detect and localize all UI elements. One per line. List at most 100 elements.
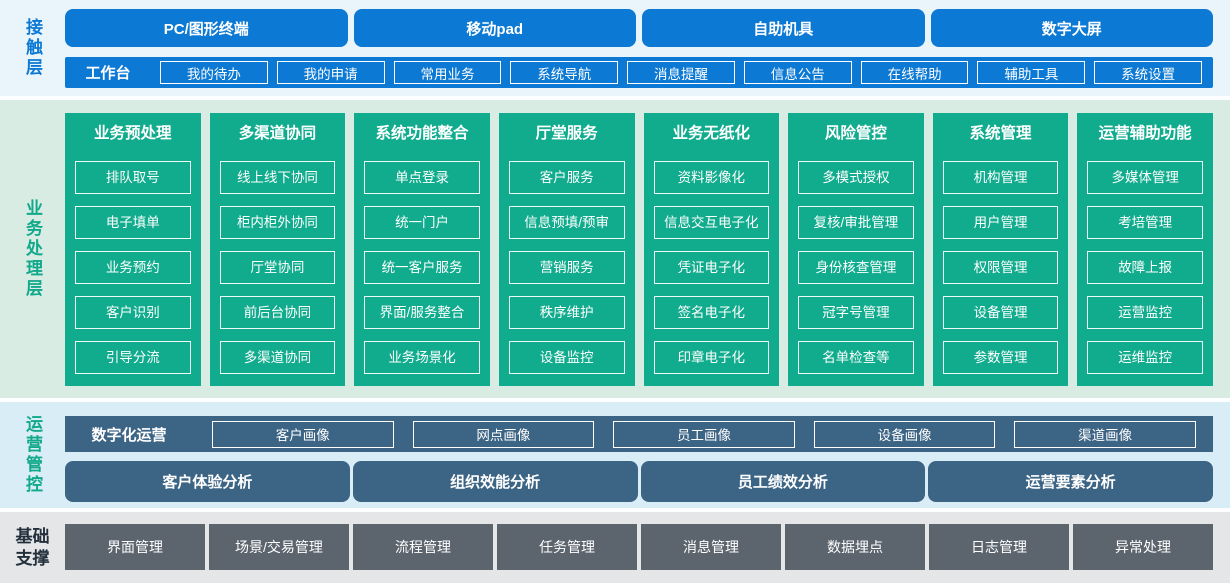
business-item: 客户服务 xyxy=(508,161,625,194)
business-processing-layer: 业务处理层 业务预处理 排队取号 电子填单 业务预约 客户识别 引导分流 多渠道… xyxy=(0,100,1230,398)
business-item: 参数管理 xyxy=(942,341,1059,374)
business-item: 单点登录 xyxy=(364,161,480,194)
business-item: 信息交互电子化 xyxy=(653,206,770,239)
workbench-item: 信息公告 xyxy=(743,61,852,84)
operation-layer-body: 数字化运营 客户画像 网点画像 员工画像 设备画像 渠道画像 客户体验分析 组织… xyxy=(65,402,1230,508)
workbench-label: 工作台 xyxy=(85,65,131,82)
digital-ops-item: 设备画像 xyxy=(813,420,996,448)
business-item: 复核/审批管理 xyxy=(798,206,914,239)
business-column-paperless: 业务无纸化 资料影像化 信息交互电子化 凭证电子化 签名电子化 印章电子化 xyxy=(643,113,780,386)
business-column-preprocess: 业务预处理 排队取号 电子填单 业务预约 客户识别 引导分流 xyxy=(65,113,201,386)
analysis-box: 运营要素分析 xyxy=(928,461,1213,502)
business-column-title: 厅堂服务 xyxy=(535,125,598,142)
digital-ops-label: 数字化运营 xyxy=(91,426,167,444)
business-item: 业务预约 xyxy=(75,251,191,284)
workbench-bar: 工作台 我的待办 我的申请 常用业务 系统导航 消息提醒 信息公告 在线帮助 辅… xyxy=(65,57,1213,88)
business-item: 设备监控 xyxy=(508,341,625,374)
section-divider xyxy=(0,96,1230,100)
channel-box-pc: PC/图形终端 xyxy=(65,9,348,47)
business-item: 多渠道协同 xyxy=(219,341,336,374)
business-column-title: 系统管理 xyxy=(969,125,1032,142)
channel-row: PC/图形终端 移动pad 自助机具 数字大屏 xyxy=(65,9,1213,47)
business-item: 印章电子化 xyxy=(653,341,770,374)
business-item: 排队取号 xyxy=(75,161,191,194)
business-item: 秩序维护 xyxy=(508,296,625,329)
foundation-item: 流程管理 xyxy=(353,524,493,570)
analysis-box: 组织效能分析 xyxy=(352,461,638,502)
analysis-row: 客户体验分析 组织效能分析 员工绩效分析 运营要素分析 xyxy=(65,461,1213,502)
channel-box-selfservice: 自助机具 xyxy=(642,9,925,47)
channel-box-bigscreen: 数字大屏 xyxy=(930,9,1213,47)
business-item: 冠字号管理 xyxy=(798,296,914,329)
foundation-layer-body: 界面管理 场景/交易管理 流程管理 任务管理 消息管理 数据埋点 日志管理 异常… xyxy=(65,512,1230,583)
workbench-item: 常用业务 xyxy=(393,61,502,84)
business-item: 多媒体管理 xyxy=(1087,161,1203,194)
workbench-item: 辅助工具 xyxy=(977,61,1086,84)
digital-ops-item: 网点画像 xyxy=(412,420,595,448)
digital-ops-item: 渠道画像 xyxy=(1014,420,1196,448)
business-columns: 业务预处理 排队取号 电子填单 业务预约 客户识别 引导分流 多渠道协同 线上线… xyxy=(65,100,1230,398)
workbench-item: 系统设置 xyxy=(1094,61,1203,84)
business-item: 统一客户服务 xyxy=(364,251,480,284)
business-item: 身份核查管理 xyxy=(798,251,914,284)
business-item: 客户识别 xyxy=(75,296,191,329)
foundation-row: 界面管理 场景/交易管理 流程管理 任务管理 消息管理 数据埋点 日志管理 异常… xyxy=(65,524,1213,570)
business-item: 电子填单 xyxy=(75,206,191,239)
business-item: 业务场景化 xyxy=(364,341,480,374)
business-column-multichannel: 多渠道协同 线上线下协同 柜内柜外协同 厅堂协同 前后台协同 多渠道协同 xyxy=(209,113,346,386)
business-item: 运营监控 xyxy=(1087,296,1203,329)
business-item: 资料影像化 xyxy=(653,161,770,194)
business-layer-label: 业务处理层 xyxy=(23,199,42,299)
foundation-item: 消息管理 xyxy=(641,524,781,570)
business-column-title: 业务无纸化 xyxy=(672,125,751,142)
business-column-title: 运营辅助功能 xyxy=(1098,125,1192,142)
foundation-support-layer: 基础支撑 界面管理 场景/交易管理 流程管理 任务管理 消息管理 数据埋点 日志… xyxy=(0,512,1230,583)
business-column-integration: 系统功能整合 单点登录 统一门户 统一客户服务 界面/服务整合 业务场景化 xyxy=(354,113,490,386)
foundation-item: 任务管理 xyxy=(497,524,637,570)
workbench-item: 消息提醒 xyxy=(627,61,735,84)
digital-ops-item: 员工画像 xyxy=(613,420,795,448)
foundation-item: 日志管理 xyxy=(929,524,1069,570)
analysis-box: 客户体验分析 xyxy=(65,461,350,502)
business-item: 名单检查等 xyxy=(798,341,914,374)
section-divider xyxy=(0,398,1230,402)
business-column-title: 多渠道协同 xyxy=(238,125,317,142)
business-item: 用户管理 xyxy=(942,206,1059,239)
business-column-title: 风险管控 xyxy=(824,125,887,142)
business-column-risk: 风险管控 多模式授权 复核/审批管理 身份核查管理 冠字号管理 名单检查等 xyxy=(788,113,924,386)
contact-layer-label: 接触层 xyxy=(23,18,42,78)
business-item: 厅堂协同 xyxy=(219,251,336,284)
operation-management-layer: 运营管控 数字化运营 客户画像 网点画像 员工画像 设备画像 渠道画像 客户体验… xyxy=(0,402,1230,508)
business-item: 运维监控 xyxy=(1087,341,1203,374)
workbench-item: 我的申请 xyxy=(276,61,385,84)
business-item: 故障上报 xyxy=(1087,251,1203,284)
business-item: 多模式授权 xyxy=(798,161,914,194)
digital-ops-item: 客户画像 xyxy=(212,420,394,448)
business-column-title: 系统功能整合 xyxy=(375,125,469,142)
business-item: 界面/服务整合 xyxy=(364,296,480,329)
channel-box-pad: 移动pad xyxy=(353,9,636,47)
business-item: 考培管理 xyxy=(1087,206,1203,239)
foundation-item: 场景/交易管理 xyxy=(209,524,349,570)
business-item: 柜内柜外协同 xyxy=(219,206,336,239)
business-item: 信息预填/预审 xyxy=(508,206,625,239)
business-column-ops-aux: 运营辅助功能 多媒体管理 考培管理 故障上报 运营监控 运维监控 xyxy=(1077,113,1213,386)
foundation-layer-label: 基础支撑 xyxy=(0,512,65,583)
foundation-layer-label-text: 基础支撑 xyxy=(15,527,50,568)
contact-layer: 接触层 PC/图形终端 移动pad 自助机具 数字大屏 工作台 我的待办 我的申… xyxy=(0,0,1230,96)
foundation-item: 数据埋点 xyxy=(785,524,925,570)
business-item: 权限管理 xyxy=(942,251,1059,284)
digital-ops-bar: 数字化运营 客户画像 网点画像 员工画像 设备画像 渠道画像 xyxy=(65,416,1213,452)
workbench-item: 我的待办 xyxy=(160,61,268,84)
workbench-item: 系统导航 xyxy=(510,61,619,84)
business-column-sysadmin: 系统管理 机构管理 用户管理 权限管理 设备管理 参数管理 xyxy=(932,113,1069,386)
foundation-item: 异常处理 xyxy=(1073,524,1213,570)
business-item: 引导分流 xyxy=(75,341,191,374)
business-item: 营销服务 xyxy=(508,251,625,284)
business-column-hall-service: 厅堂服务 客户服务 信息预填/预审 营销服务 秩序维护 设备监控 xyxy=(498,113,635,386)
business-item: 前后台协同 xyxy=(219,296,336,329)
business-item: 统一门户 xyxy=(364,206,480,239)
business-item: 签名电子化 xyxy=(653,296,770,329)
business-item: 设备管理 xyxy=(942,296,1059,329)
